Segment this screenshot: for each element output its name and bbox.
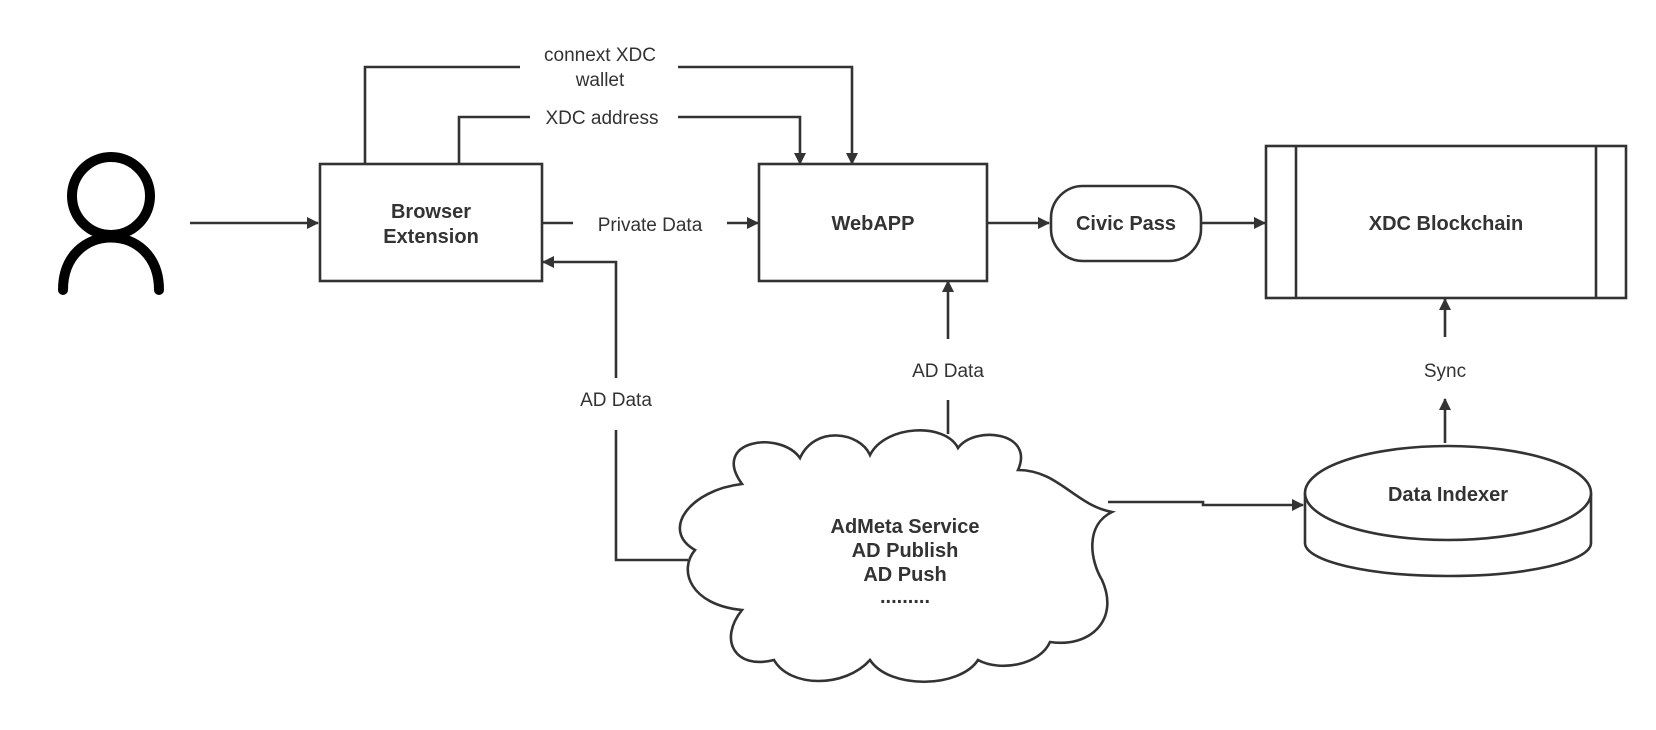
admeta-service-label-line2: AD Publish	[852, 540, 959, 562]
admeta-service-label-line4: .........	[880, 586, 930, 608]
edge-xdc-address-right	[678, 115, 806, 165]
edge-label-connect-wallet-line2: wallet	[575, 70, 625, 91]
edge-label-ad-data-extension: AD Data	[580, 390, 652, 411]
admeta-service-label-line1: AdMeta Service	[831, 516, 980, 538]
xdc-blockchain-node: XDC Blockchain	[1264, 144, 1628, 300]
civic-pass-label: Civic Pass	[1076, 213, 1176, 235]
webapp-label: WebAPP	[832, 213, 915, 235]
edge-admeta-to-indexer	[1108, 499, 1304, 511]
browser-extension-node: Browser Extension	[318, 162, 544, 283]
edge-connect-wallet-left	[363, 65, 520, 164]
edge-label-sync: Sync	[1424, 361, 1466, 382]
xdc-blockchain-label: XDC Blockchain	[1369, 213, 1523, 235]
data-indexer-label: Data Indexer	[1388, 484, 1508, 506]
edge-ad-data-extension-bottom	[614, 430, 688, 562]
edge-connect-wallet-right	[678, 65, 858, 165]
browser-extension-label-line1: Browser	[391, 201, 471, 223]
admeta-service-label-line3: AD Push	[863, 564, 946, 586]
webapp-node: WebAPP	[757, 162, 989, 283]
data-indexer-node: Data Indexer	[1303, 444, 1593, 578]
civic-pass-node: Civic Pass	[1049, 184, 1203, 263]
admeta-service-node: AdMeta Service AD Publish AD Push ......…	[678, 429, 1117, 684]
edge-label-ad-data-webapp: AD Data	[912, 361, 984, 382]
edge-label-private-data: Private Data	[598, 215, 703, 236]
user-icon	[58, 152, 164, 295]
edge-label-connect-wallet-line1: connext XDC	[544, 45, 656, 66]
browser-extension-label-line2: Extension	[383, 226, 479, 248]
edge-ad-data-extension-top	[542, 256, 618, 378]
edge-label-xdc-address: XDC address	[546, 108, 659, 129]
edge-xdc-address-left	[457, 115, 530, 164]
